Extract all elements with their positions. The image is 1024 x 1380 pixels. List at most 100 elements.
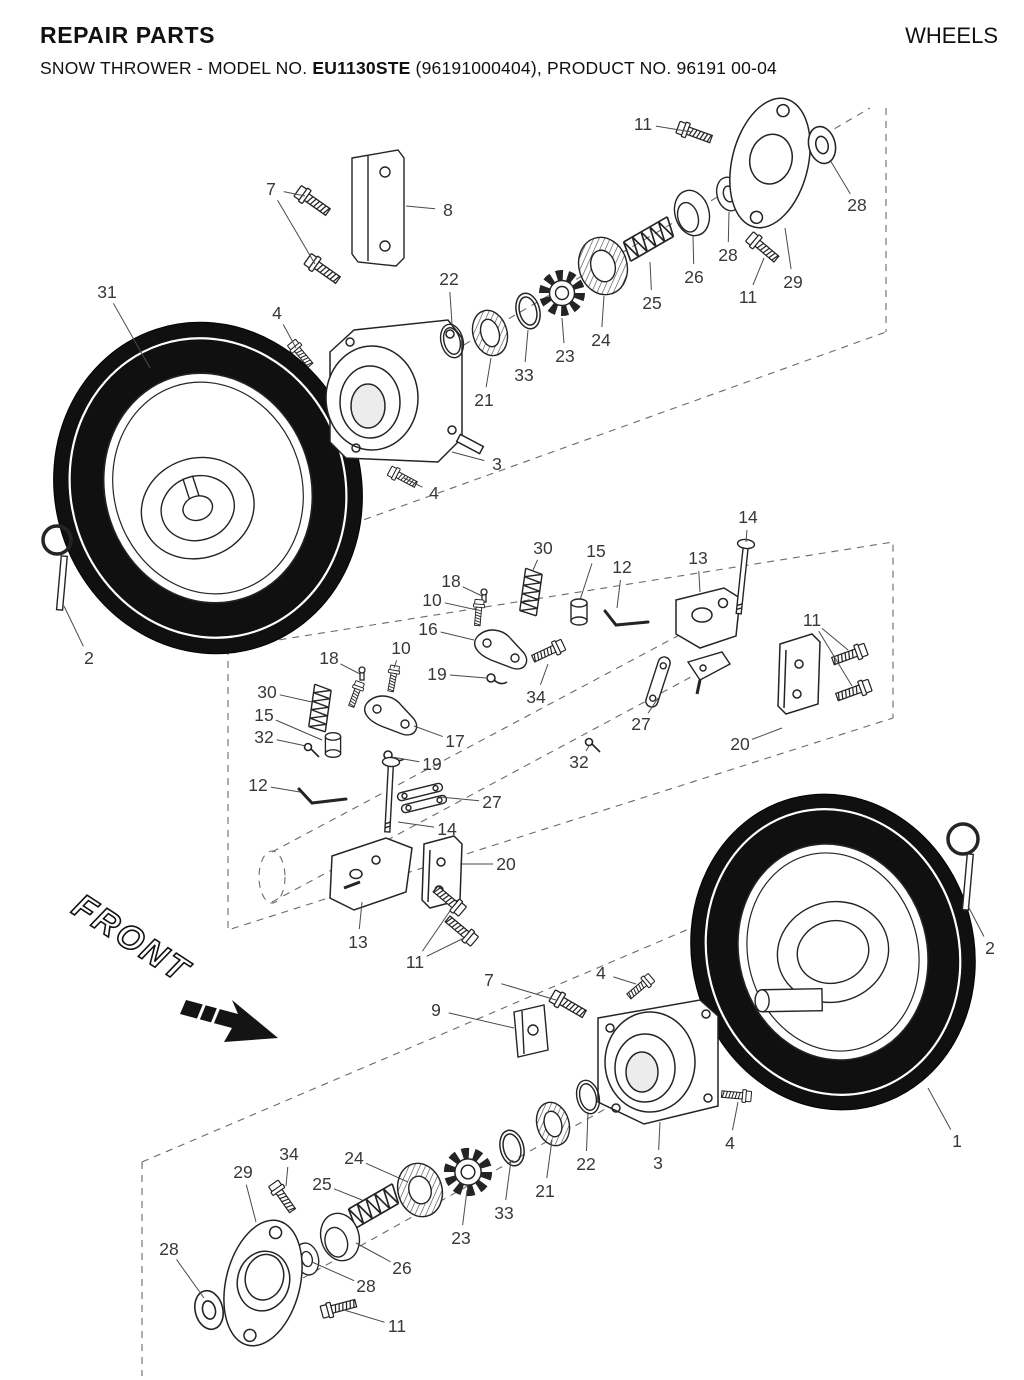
callout-leader-line	[440, 631, 475, 641]
bolt-4-bottom-b	[720, 1087, 753, 1104]
part-callout-29: 29	[783, 272, 802, 292]
rod-12-right	[603, 609, 650, 627]
part-callout-24: 24	[344, 1148, 364, 1168]
part-callout-21: 21	[474, 390, 493, 410]
bolt-4-bottom-a	[624, 971, 657, 1002]
part-callout-4: 4	[429, 483, 439, 503]
callout-leader-line	[397, 821, 435, 828]
part-callout-4: 4	[596, 963, 606, 983]
callout-leader-line	[462, 586, 483, 597]
section-title: WHEELS	[905, 23, 998, 48]
hub-26-top	[673, 189, 711, 237]
spring-30-upper	[518, 567, 544, 617]
bearing-plate-29-bottom	[223, 1219, 303, 1347]
callout-leader-line	[752, 257, 765, 286]
bearing-plate-29-top	[729, 97, 811, 229]
spring-25-top	[619, 215, 679, 263]
callout-leader-line	[546, 1139, 553, 1179]
hitch-pin-left	[41, 524, 73, 611]
part-callout-28: 28	[356, 1276, 375, 1296]
page-header: REPAIR PARTS WHEELS SNOW THROWER - MODEL…	[40, 22, 998, 79]
part-callout-20: 20	[730, 734, 750, 754]
callout-leader-line	[343, 1309, 385, 1323]
part-callout-26: 26	[392, 1258, 411, 1278]
front-arrow	[180, 1000, 278, 1042]
callout-leader-line	[282, 324, 297, 349]
callout-leader-line	[365, 1162, 409, 1183]
part-callout-15: 15	[254, 705, 273, 725]
callout-leader-line	[451, 451, 485, 462]
callout-leader-line	[751, 727, 783, 740]
callout-leader-line	[439, 796, 480, 802]
callout-leader-line	[355, 1242, 391, 1263]
part-callout-3: 3	[492, 454, 502, 474]
bolt-11-right-b	[833, 677, 874, 705]
callout-leader-line	[393, 660, 398, 669]
callout-leader-line	[647, 697, 659, 714]
part-callout-14: 14	[437, 819, 457, 839]
gearbox-housing-bottom	[597, 999, 719, 1125]
part-callout-33: 33	[514, 365, 533, 385]
part-callout-11: 11	[406, 952, 424, 972]
part-callout-12: 12	[248, 775, 267, 795]
part-callout-21: 21	[535, 1181, 554, 1201]
pivot-plate-right	[686, 651, 732, 695]
hub-26-bottom	[319, 1212, 361, 1262]
callout-leader-line	[449, 291, 453, 325]
part-callout-33: 33	[494, 1203, 513, 1223]
part-callout-15: 15	[586, 541, 605, 561]
bracket-13-right	[675, 587, 741, 649]
part-callout-29: 29	[233, 1162, 252, 1182]
wheel-31	[53, 321, 363, 655]
part-callout-13: 13	[688, 548, 707, 568]
callout-leader-line	[426, 937, 465, 957]
part-callout-19: 19	[427, 664, 446, 684]
part-callout-11: 11	[803, 610, 821, 630]
washer-33-bottom	[495, 1126, 529, 1170]
callout-leader-line	[112, 303, 151, 369]
callout-leader-line	[276, 739, 307, 747]
callout-leader-line	[270, 786, 301, 793]
part-callout-22: 22	[439, 269, 458, 289]
bolt-7-bottom	[547, 987, 589, 1022]
callout-leader-line	[283, 191, 306, 197]
part-callout-30: 30	[257, 682, 277, 702]
washer-28-bottom-outer	[190, 1286, 228, 1334]
part-callout-19: 19	[422, 754, 441, 774]
bolt-10-left-b	[384, 664, 402, 693]
callout-leader-line	[485, 357, 492, 388]
gearbox-housing-top	[325, 319, 485, 463]
part-callout-18: 18	[441, 571, 460, 591]
page-title: REPAIR PARTS	[40, 22, 216, 48]
callout-leader-line	[649, 261, 652, 291]
clutch-gear-23-top	[544, 275, 580, 311]
spring-30-left	[307, 683, 333, 733]
part-callout-23: 23	[451, 1228, 470, 1248]
callout-leader-line	[176, 1259, 205, 1299]
part-callout-1: 1	[952, 1131, 962, 1151]
callout-leader-line	[413, 725, 443, 738]
callout-leader-line	[245, 1184, 257, 1223]
part-callout-25: 25	[312, 1174, 331, 1194]
callout-leader-line	[524, 329, 529, 363]
bracket-9	[513, 1004, 549, 1058]
front-direction: FRONT	[65, 886, 278, 1042]
callout-leader-line	[448, 1012, 515, 1029]
callout-leader-line	[449, 674, 487, 679]
bolt-10-left-a	[345, 679, 366, 709]
washer-33-top	[511, 289, 545, 333]
callout-leader-line	[616, 579, 621, 609]
part-callout-27: 27	[482, 792, 501, 812]
part-callout-11: 11	[739, 287, 757, 307]
bracket-8	[351, 149, 405, 267]
callout-leader-line	[421, 907, 453, 952]
callout-leader-line	[444, 602, 478, 611]
callout-leader-line	[731, 1101, 739, 1131]
bolt-10-upper	[471, 598, 486, 627]
front-label: FRONT	[66, 887, 198, 991]
model-number: EU1130STE	[312, 58, 411, 78]
part-callout-4: 4	[725, 1133, 735, 1153]
callout-leader-line	[391, 756, 420, 763]
